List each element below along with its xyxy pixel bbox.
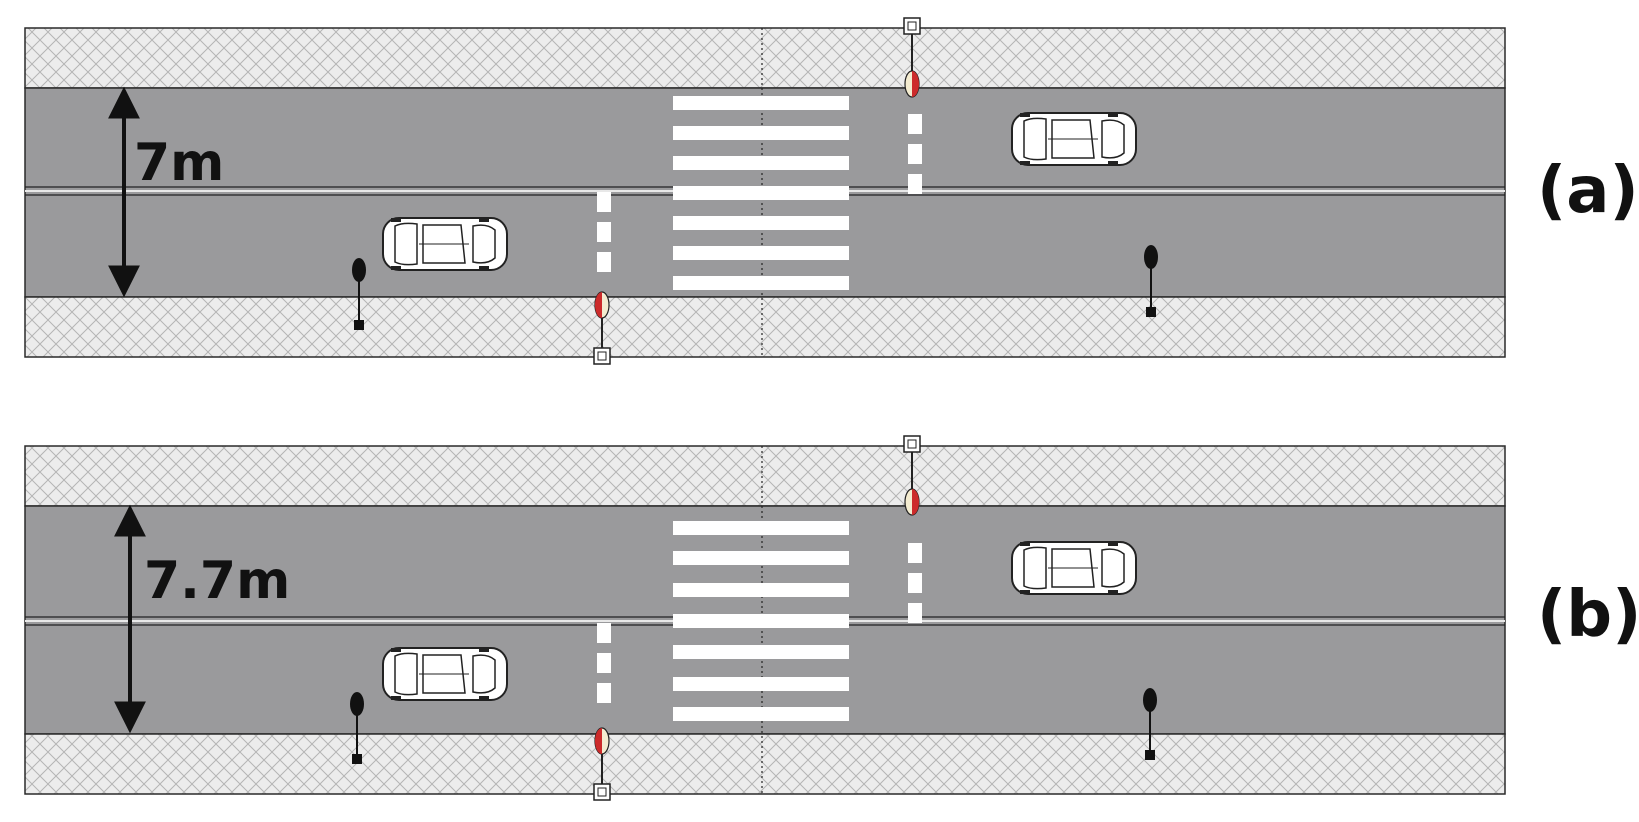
pedestrian-signal-icon <box>593 291 611 365</box>
car-icon <box>1011 112 1137 166</box>
car-icon <box>382 217 508 271</box>
car-icon <box>1011 541 1137 595</box>
pedestrian-signal-icon <box>593 727 611 801</box>
pedestrian-signal-icon <box>903 435 921 516</box>
sidewalk-bottom <box>24 296 1506 358</box>
panel-label: (a) <box>1537 154 1639 228</box>
car-icon <box>382 647 508 701</box>
stop-line-lower <box>597 192 611 272</box>
stop-line-lower <box>597 623 611 703</box>
stop-line-upper <box>908 543 922 623</box>
panel-label: (b) <box>1537 578 1639 652</box>
road-width-label: 7m <box>134 133 224 193</box>
street-lamp-icon <box>1144 245 1158 317</box>
street-lamp-icon <box>352 258 366 330</box>
street-lamp-icon <box>1143 688 1157 760</box>
panel-a <box>24 27 1506 358</box>
zebra-crossing <box>673 96 849 290</box>
zebra-crossing <box>673 521 849 721</box>
pedestrian-signal-icon <box>903 17 921 98</box>
stop-line-upper <box>908 114 922 194</box>
sidewalk-bottom <box>24 733 1506 795</box>
sidewalk-top <box>24 27 1506 89</box>
road-width-label: 7.7m <box>144 551 290 611</box>
panel-b <box>24 445 1506 795</box>
sidewalk-top <box>24 445 1506 507</box>
street-lamp-icon <box>350 692 364 764</box>
